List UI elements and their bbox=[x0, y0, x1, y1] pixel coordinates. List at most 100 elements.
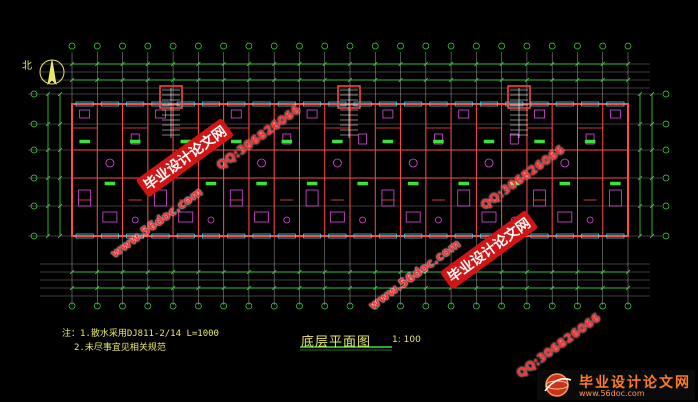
north-arrow bbox=[47, 59, 57, 86]
axis-bubble bbox=[498, 42, 505, 50]
axis-bubble bbox=[245, 302, 253, 310]
fixture-symbol bbox=[435, 216, 442, 224]
fixture-symbol bbox=[358, 133, 368, 145]
table-symbol bbox=[155, 109, 166, 119]
axis-bubble bbox=[321, 42, 329, 50]
dimension-tick bbox=[69, 269, 75, 275]
dimension-tick bbox=[499, 77, 504, 83]
axis-bubble bbox=[662, 174, 670, 182]
dimension-tick bbox=[94, 285, 100, 291]
room-label bbox=[79, 139, 90, 144]
dimension-tick bbox=[221, 269, 226, 275]
window bbox=[151, 233, 170, 239]
dimension-tick bbox=[57, 233, 63, 239]
window bbox=[581, 233, 600, 239]
dimension-tick bbox=[625, 269, 631, 275]
dimension-tick bbox=[524, 285, 530, 291]
dimension-tick bbox=[398, 269, 403, 275]
bed-symbol bbox=[78, 189, 92, 207]
dimension-tick bbox=[474, 285, 479, 291]
bed-symbol bbox=[533, 189, 546, 207]
table-symbol bbox=[105, 158, 115, 168]
room-label bbox=[332, 139, 343, 144]
axis-bubble bbox=[220, 302, 227, 310]
dimension-tick bbox=[57, 147, 63, 153]
note-line-1: 注：1.散水采用DJ811-2/14 L=1000 bbox=[62, 329, 219, 339]
table-symbol bbox=[257, 158, 266, 168]
room-label bbox=[433, 139, 444, 144]
dimension-tick bbox=[246, 77, 252, 83]
drawing-scale: 1: 100 bbox=[392, 335, 421, 345]
axis-bubble bbox=[30, 90, 38, 98]
sofa-symbol bbox=[102, 211, 118, 223]
dimension-tick bbox=[637, 233, 643, 239]
site-logo: 毕业设计论文网 www.56doc.com bbox=[537, 370, 695, 400]
dimension-tick bbox=[57, 175, 63, 181]
window bbox=[201, 233, 221, 239]
dimension-tick bbox=[372, 77, 378, 83]
dimension-tick bbox=[423, 77, 429, 83]
fixture-symbol bbox=[130, 133, 140, 145]
title-underline bbox=[300, 346, 392, 351]
dimension-tick bbox=[170, 77, 176, 83]
window bbox=[201, 101, 221, 107]
dimension-tick bbox=[499, 61, 504, 67]
dimension-tick bbox=[246, 269, 252, 275]
room-label bbox=[382, 139, 394, 144]
axis-bubble bbox=[346, 42, 354, 50]
fixture-symbol bbox=[207, 216, 215, 224]
axis-bubble bbox=[397, 302, 404, 310]
room-label bbox=[610, 181, 621, 186]
room-label bbox=[483, 139, 495, 144]
window bbox=[303, 233, 322, 239]
axis-bubble bbox=[447, 42, 455, 50]
bed-symbol bbox=[457, 189, 471, 207]
axis-bubble bbox=[599, 42, 607, 50]
window bbox=[429, 101, 448, 107]
table-symbol bbox=[230, 109, 242, 119]
note-line-2: 2.未尽事宜见相关规范 bbox=[74, 343, 166, 353]
logo-url: www.56doc.com bbox=[579, 389, 645, 398]
table-symbol bbox=[382, 109, 394, 119]
fixture-symbol bbox=[434, 133, 443, 145]
dimension-tick bbox=[637, 175, 643, 181]
dimension-tick bbox=[474, 77, 479, 83]
window bbox=[126, 233, 145, 239]
dimension-tick bbox=[649, 91, 655, 97]
dimension-tick bbox=[271, 269, 277, 275]
window bbox=[555, 101, 574, 107]
furniture-symbols bbox=[78, 109, 622, 224]
bed-symbol bbox=[305, 189, 319, 207]
window bbox=[479, 101, 499, 107]
dimension-tick bbox=[600, 77, 606, 83]
axis-bubble bbox=[662, 146, 670, 154]
window bbox=[328, 233, 347, 239]
dimension-tick bbox=[549, 269, 555, 275]
axis-bubble bbox=[548, 42, 556, 50]
window bbox=[151, 101, 170, 107]
dimension-tick bbox=[57, 121, 63, 127]
logo-text: 毕业设计论文网 bbox=[579, 375, 691, 391]
dimension-tick bbox=[649, 203, 655, 209]
bed-symbol bbox=[154, 189, 167, 207]
globe-icon bbox=[544, 373, 572, 397]
axis-bubbles bbox=[30, 42, 670, 310]
dimension-tick bbox=[372, 285, 378, 291]
north-arrow-icon bbox=[39, 59, 65, 86]
axis-bubble bbox=[220, 42, 227, 50]
axis-bubble bbox=[30, 232, 38, 240]
window bbox=[353, 101, 372, 107]
dimension-tick bbox=[499, 285, 504, 291]
room-label bbox=[231, 139, 242, 144]
dimension-tick bbox=[575, 77, 580, 83]
window bbox=[555, 233, 574, 239]
axis-bubble bbox=[346, 302, 354, 310]
axis-bubble bbox=[93, 42, 101, 50]
dimension-tick bbox=[221, 77, 226, 83]
table-symbol bbox=[458, 109, 470, 119]
axis-bubble bbox=[119, 302, 126, 310]
dimension-tick bbox=[549, 61, 555, 67]
dimension-tick bbox=[246, 285, 252, 291]
dimension-tick bbox=[549, 285, 555, 291]
table-symbol bbox=[484, 158, 494, 168]
